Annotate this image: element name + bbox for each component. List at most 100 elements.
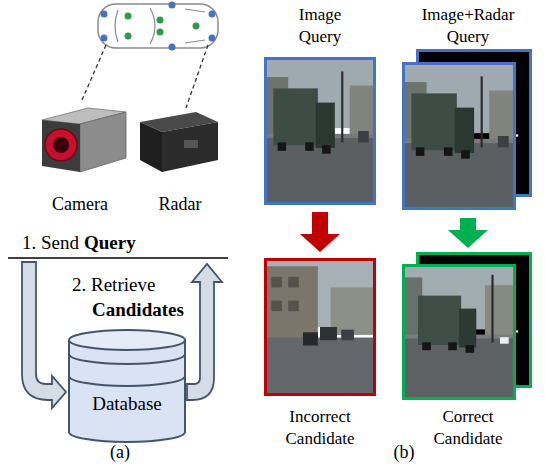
cylinder-body <box>69 340 185 442</box>
subfigure-label: (a) <box>110 442 130 464</box>
panel-heading: Correct Candidate <box>423 406 513 450</box>
divider-line <box>8 257 228 259</box>
scene-part <box>448 342 457 350</box>
scene-part <box>288 277 299 288</box>
scene-part <box>485 285 513 340</box>
radar-side <box>162 122 218 172</box>
scene-part <box>267 338 373 393</box>
leader-line <box>82 45 208 108</box>
scene-part <box>416 147 425 156</box>
sensor-dot <box>157 29 164 36</box>
radar-connector <box>184 140 198 148</box>
scene-part <box>411 93 456 150</box>
cylinder-band <box>69 354 185 364</box>
node-label: Database <box>66 392 188 417</box>
scene-part <box>461 150 470 159</box>
sensor-dot <box>209 35 216 42</box>
scene-part <box>444 147 453 156</box>
sensor-dot <box>125 13 132 20</box>
sensor-dot <box>157 17 164 24</box>
sensor-dot <box>169 44 176 51</box>
step-keyword: Candidates <box>92 299 184 322</box>
car-body <box>98 4 218 48</box>
camera-side <box>80 112 126 172</box>
scene-part <box>498 136 509 147</box>
image-picture <box>267 60 373 202</box>
database-cylinder: Database <box>66 328 188 446</box>
scene-part <box>500 337 509 344</box>
sensor-dot <box>125 33 132 40</box>
scene-part <box>422 342 431 350</box>
camera-lens-center <box>53 137 69 153</box>
panel-heading: Incorrect Candidate <box>275 406 365 450</box>
camera-lens <box>45 129 77 161</box>
image-panel: Image+Radar Query <box>398 4 538 214</box>
scene-part <box>316 103 335 148</box>
sensor-label: Radar <box>159 194 202 216</box>
panel-heading: Image+Radar Query <box>413 4 523 48</box>
step-label: 1. Send <box>22 232 79 255</box>
radar-illustration <box>140 112 218 172</box>
sensor-dot <box>193 23 200 30</box>
scene-part <box>320 327 337 340</box>
sensor-dot <box>169 2 176 9</box>
car-rear-window <box>115 10 118 42</box>
scene-part <box>481 76 483 147</box>
image-picture <box>267 261 373 393</box>
arrow-shaft <box>460 218 476 230</box>
scene-part <box>341 71 343 142</box>
image-frame <box>264 258 376 396</box>
scene-part <box>516 134 518 136</box>
scene-part <box>303 332 318 345</box>
step-label: 2. Retrieve <box>72 274 155 297</box>
scene-part <box>305 142 313 151</box>
retrieve-arrow <box>187 264 222 400</box>
scene-part <box>418 296 461 345</box>
sensor-dot <box>101 35 108 42</box>
arrow-head <box>448 230 488 248</box>
cylinder-top <box>69 330 185 350</box>
scene-part <box>322 145 330 154</box>
image-frame <box>402 62 516 210</box>
scene-part <box>465 345 474 353</box>
cylinder-outline <box>66 328 188 446</box>
scene-part <box>288 301 299 312</box>
car-windshield <box>150 8 155 44</box>
arrow-shaft <box>312 212 328 234</box>
scene-part <box>358 131 369 142</box>
block-arrow <box>448 218 488 248</box>
image-panel: Correct Candidate <box>398 252 538 456</box>
scene-part <box>273 88 318 145</box>
scene-part <box>278 142 286 151</box>
panel-heading: Image Query <box>280 4 360 48</box>
subfigure-label: (b) <box>394 442 415 464</box>
image-panel: Image Query <box>258 4 382 208</box>
camera-illustration <box>42 108 126 172</box>
camera-front <box>42 120 80 172</box>
scene-part <box>459 309 476 348</box>
scene-part <box>267 266 318 340</box>
sensor-label: Camera <box>52 194 108 216</box>
scene-part <box>271 301 282 312</box>
radar-front <box>140 122 162 172</box>
cylinder-band <box>69 376 185 386</box>
car-hood-lines <box>185 9 205 43</box>
car-illustration <box>98 2 218 51</box>
scene-part <box>271 277 282 288</box>
image-frame <box>264 57 376 205</box>
arrow-head <box>300 234 340 252</box>
block-arrow <box>300 212 340 252</box>
query-arrow <box>22 262 66 408</box>
scene-part <box>341 330 354 341</box>
scene-part <box>516 330 518 332</box>
image-panel: Incorrect Candidate <box>258 256 382 456</box>
scene-part <box>491 275 493 343</box>
image-frame <box>402 264 516 400</box>
sensor-dot <box>209 11 216 18</box>
image-picture <box>405 267 513 397</box>
sensor-dot <box>101 11 108 18</box>
scene-part <box>455 108 474 153</box>
step-keyword: Query <box>84 232 136 255</box>
image-picture <box>405 65 513 207</box>
